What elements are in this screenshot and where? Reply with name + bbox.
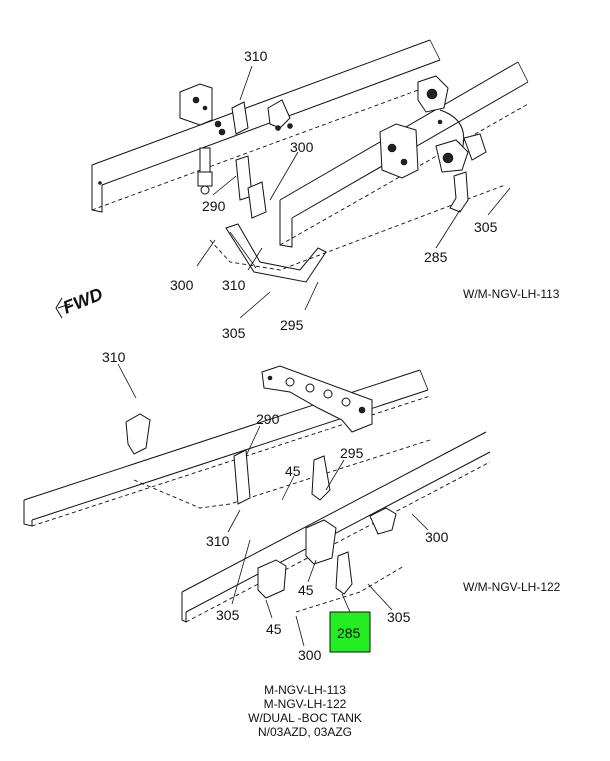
crossmember: [261, 365, 373, 433]
fwd-arrow-icon: [55, 297, 71, 319]
diagram-lh-122: 310 290 295 45 310 300 45 305 45 305 300…: [23, 349, 561, 663]
callout-300-right[interactable]: 300: [425, 529, 449, 545]
callout-45-low[interactable]: 45: [266, 621, 282, 637]
callout-310[interactable]: 310: [244, 48, 268, 64]
tank-bracket-285-lower: [335, 551, 353, 595]
callout-305[interactable]: 305: [474, 219, 498, 235]
callout-290[interactable]: 290: [202, 198, 226, 214]
left-frame-rail-lower: [23, 369, 431, 527]
callout-305-right[interactable]: 305: [387, 609, 411, 625]
footer-line: N/03AZD, 03AZG: [257, 725, 353, 739]
callout-300-bottom[interactable]: 300: [298, 647, 322, 663]
callout-300-lower[interactable]: 300: [170, 277, 194, 293]
diagram-lh-113: FWD 310 300 290 305 285 300 310 305 295 …: [55, 39, 560, 341]
fwd-label: FWD: [60, 284, 105, 318]
callout-45-top[interactable]: 45: [285, 463, 301, 479]
callout-310-mid[interactable]: 310: [206, 533, 230, 549]
upper-bracket-310: [125, 413, 151, 455]
tank-bracket-285: [449, 171, 469, 213]
valve-assembly: [379, 75, 487, 179]
tank-bracket-290-lower: [233, 449, 251, 505]
view-label-lh-113: W/M-NGV-LH-113: [463, 287, 560, 301]
callout-305-lower[interactable]: 305: [222, 325, 246, 341]
mount-bracket-45-center: [305, 519, 337, 565]
applicability-note: M-NGV-LH-113 M-NGV-LH-122 W/DUAL -BOC TA…: [0, 683, 610, 739]
tank-support-strap: [225, 223, 327, 283]
callout-300[interactable]: 300: [290, 139, 314, 155]
callout-45-mid[interactable]: 45: [298, 582, 314, 598]
callout-295-lower[interactable]: 295: [340, 445, 364, 461]
callout-310-lower[interactable]: 310: [222, 277, 246, 293]
upper-mount-bracket: [179, 83, 293, 136]
callout-290-lower[interactable]: 290: [256, 411, 280, 427]
highlighted-callout-box[interactable]: [329, 611, 371, 653]
callout-285[interactable]: 285: [424, 249, 448, 265]
tank-outline-113: [209, 184, 506, 271]
view-label-lh-122: W/M-NGV-LH-122: [463, 580, 561, 594]
callout-285-highlighted[interactable]: 285: [337, 625, 361, 641]
mount-bracket-45-left: [257, 559, 287, 599]
tank-bracket-290: [235, 155, 267, 219]
right-frame-rail-lower: [181, 431, 491, 623]
callout-310-upper[interactable]: 310: [102, 349, 126, 365]
tank-outline-122: [133, 439, 431, 509]
callout-305-left[interactable]: 305: [216, 607, 240, 623]
tank-bracket-300: [369, 507, 397, 535]
shock-absorber: [197, 147, 213, 195]
tank-bracket-295: [311, 455, 331, 501]
left-frame-rail: [91, 39, 441, 213]
callout-295[interactable]: 295: [280, 317, 304, 333]
footer-line: M-NGV-LH-122: [263, 697, 347, 711]
footer-line: M-NGV-LH-113: [264, 683, 346, 697]
footer-line: W/DUAL -BOC TANK: [248, 711, 362, 725]
